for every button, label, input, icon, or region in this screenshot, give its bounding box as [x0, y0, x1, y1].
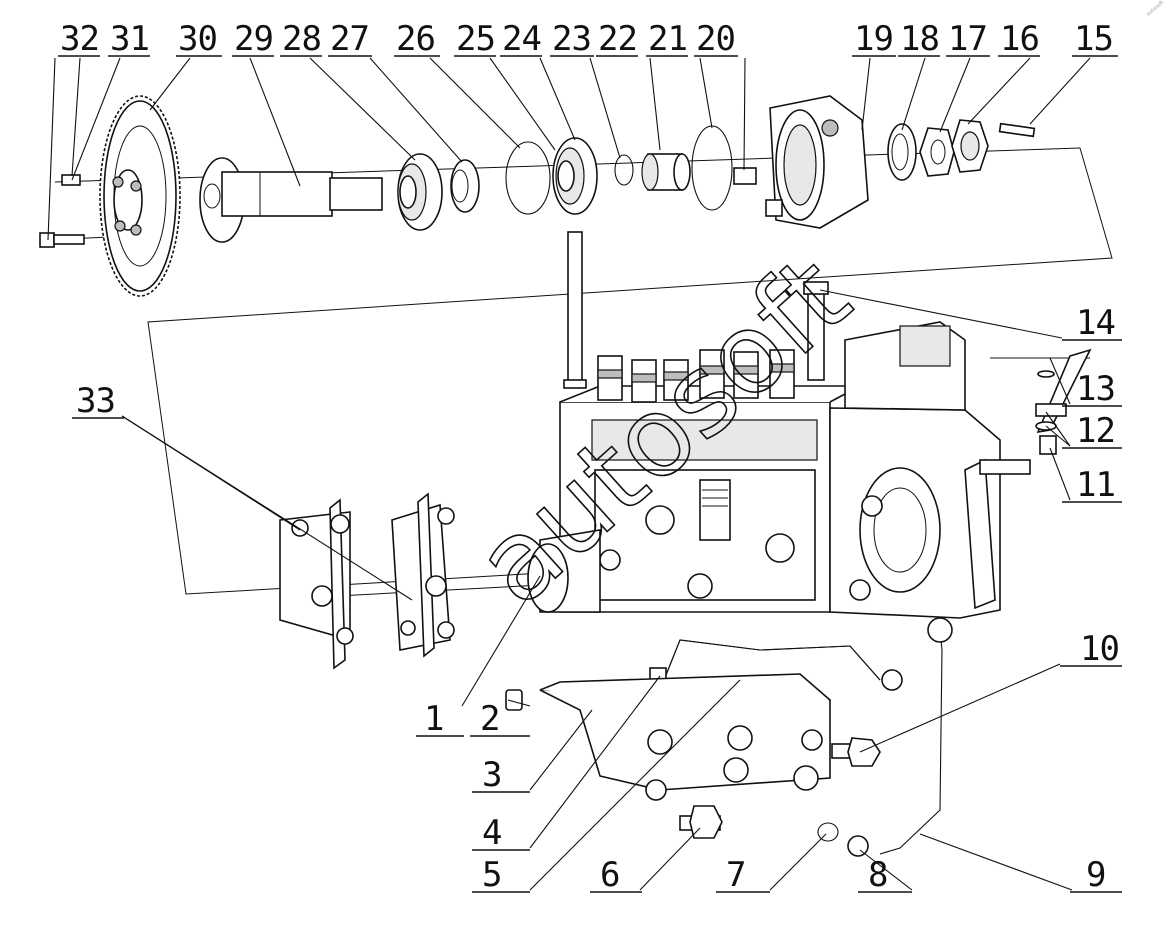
- label-28: 28: [282, 19, 321, 59]
- label-5: 5: [482, 855, 501, 895]
- leader-lines: [47, 57, 1091, 891]
- label-14: 14: [1076, 303, 1115, 343]
- label-1: 1: [424, 699, 443, 739]
- circlip-26: [505, 141, 551, 215]
- label-10: 10: [1080, 629, 1119, 669]
- label-12: 12: [1076, 411, 1115, 451]
- label-6: 6: [600, 855, 619, 895]
- label-29: 29: [234, 19, 273, 59]
- label-13: 13: [1076, 369, 1115, 409]
- label-4: 4: [482, 813, 501, 853]
- label-32: 32: [60, 19, 99, 59]
- label-33: 33: [76, 381, 115, 421]
- label-23: 23: [552, 19, 591, 59]
- label-26: 26: [396, 19, 435, 59]
- oil-pipe: [563, 231, 587, 389]
- label-8: 8: [868, 855, 887, 895]
- label-25: 25: [456, 19, 495, 59]
- label-21: 21: [648, 19, 687, 59]
- bushing-22: [641, 153, 691, 191]
- label-22: 22: [598, 19, 637, 59]
- seal-ring-21: [691, 125, 733, 211]
- injection-pump: [527, 321, 1031, 619]
- coupling-plates: [279, 492, 455, 670]
- sleeve-27: [450, 159, 480, 213]
- label-17: 17: [948, 19, 987, 59]
- pipe-14: [803, 281, 829, 381]
- washer-7: [817, 822, 839, 842]
- label-24: 24: [502, 19, 541, 59]
- label-20: 20: [696, 19, 735, 59]
- bearing-24: [552, 137, 598, 215]
- label-18: 18: [900, 19, 939, 59]
- label-2: 2: [480, 699, 499, 739]
- label-16: 16: [1000, 19, 1039, 59]
- bolt-10: [831, 737, 881, 767]
- adjust-screw: [1035, 348, 1092, 455]
- label-15: 15: [1074, 19, 1113, 59]
- nut-16: [951, 119, 989, 173]
- label-19: 19: [854, 19, 893, 59]
- label-11: 11: [1076, 465, 1115, 505]
- label-9: 9: [1086, 855, 1105, 895]
- callout-labels: 32 31 30 29 28 27 26 25 24 23 22 21 20 1…: [58, 19, 1122, 895]
- o-ring-23: [614, 154, 634, 186]
- bolt-6: [679, 805, 723, 839]
- seal-18: [887, 123, 917, 181]
- mounting-bracket: [539, 673, 831, 801]
- plug-2: [505, 689, 523, 711]
- gear-bolts: [39, 174, 85, 248]
- drive-housing: [765, 95, 869, 229]
- label-31: 31: [110, 19, 149, 59]
- label-3: 3: [482, 755, 501, 795]
- return-pipe-9: [879, 629, 943, 855]
- label-27: 27: [330, 19, 369, 59]
- label-30: 30: [178, 19, 217, 59]
- timing-gear: [99, 95, 181, 297]
- label-7: 7: [726, 855, 745, 895]
- bearing-28: [397, 153, 443, 231]
- key-15: [998, 122, 1036, 138]
- drive-shaft: [199, 157, 383, 243]
- nut-8: [847, 835, 869, 857]
- nut-17: [919, 127, 955, 177]
- corner-mark: autosoft: [1145, 0, 1165, 18]
- delivery-valves: [597, 349, 795, 403]
- bolt-20: [733, 167, 757, 185]
